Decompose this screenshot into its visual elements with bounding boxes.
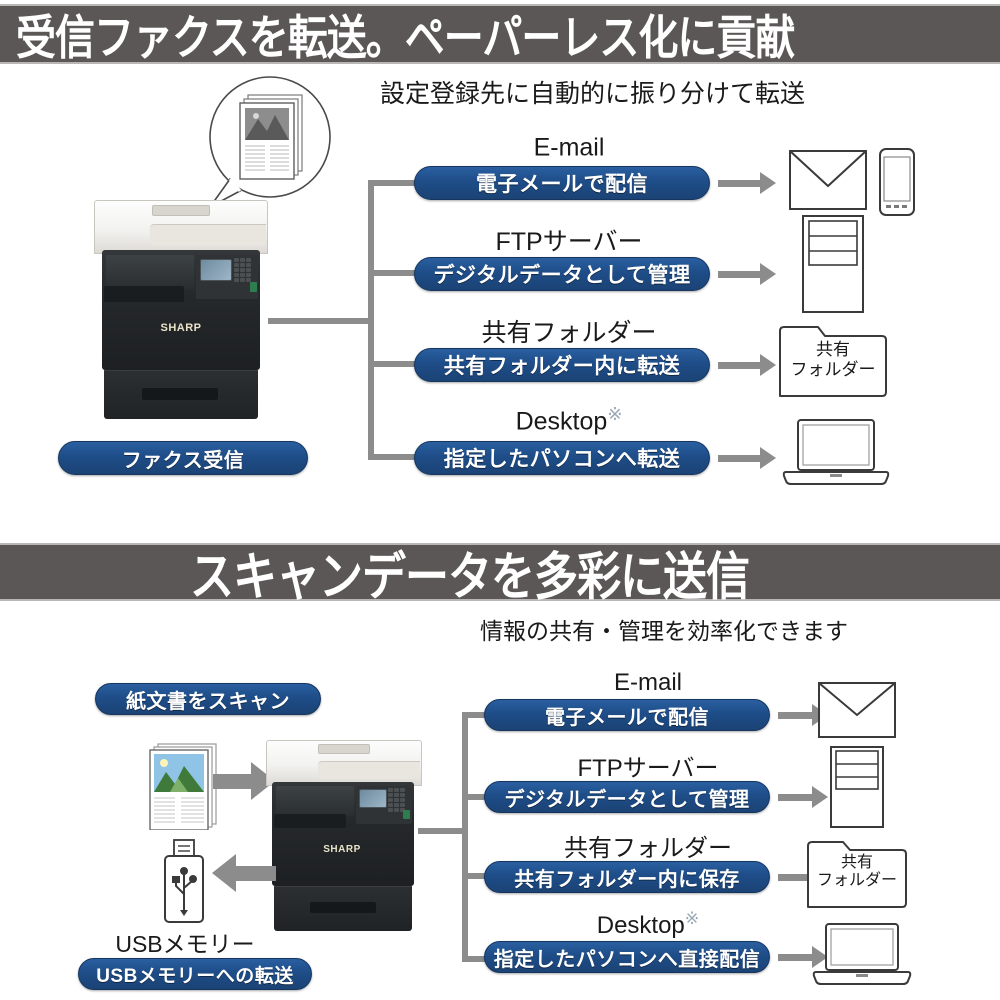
folder-icon-2 <box>806 840 908 908</box>
folder-icon-label-1: 共有 フォルダー <box>778 340 888 379</box>
usb-caption: USBメモリー <box>115 931 255 957</box>
arrow-to-desktop-1 <box>718 447 776 469</box>
row-caption-text: 共有フォルダー <box>564 835 732 862</box>
arrow-to-ftp-1 <box>718 263 776 285</box>
pill-folder-forward-1[interactable]: 共有フォルダー内に転送 <box>414 348 710 382</box>
server-icon-1 <box>802 215 864 313</box>
folder-label-line1: 共有 <box>816 340 850 359</box>
row-caption-desktop-2: Desktop※ <box>508 908 788 940</box>
smartphone-icon-1 <box>879 148 915 216</box>
printer-brand-logo: SHARP <box>160 322 202 334</box>
trunk-line-section-1 <box>268 318 374 324</box>
laptop-icon-2 <box>812 922 912 986</box>
printer-scan-bar <box>276 786 354 816</box>
section-1-title: 受信ファクスを転送。ペーパーレス化に貢献 <box>16 12 795 65</box>
printer-touchscreen <box>359 789 387 808</box>
printer-start-key <box>250 282 257 292</box>
pill-ftp-manage-1[interactable]: デジタルデータとして管理 <box>414 257 710 291</box>
folder-label-line2: フォルダー <box>790 359 876 379</box>
pill-email-deliver-1[interactable]: 電子メールで配信 <box>414 166 710 200</box>
row-caption-folder-1: 共有フォルダー <box>424 313 714 349</box>
arrow-to-folder-1 <box>718 354 776 376</box>
folder-icon-1 <box>778 325 888 397</box>
usb-memory-icon <box>163 838 205 924</box>
envelope-icon-2 <box>818 682 896 738</box>
printer-brand-logo: SHARP <box>323 844 361 855</box>
color-document-icon <box>148 742 220 830</box>
row-caption-text: FTPサーバー <box>495 228 643 256</box>
printer-tray-handle <box>142 388 218 400</box>
row-caption-text: FTPサーバー <box>577 755 719 782</box>
row-caption-text: E-mail <box>613 669 682 696</box>
mfp-printer-section-2: SHARP <box>262 740 422 940</box>
section-2-header-bar: スキャンデータを多彩に送信 <box>0 543 1000 606</box>
row-caption-text: E-mail <box>533 133 605 162</box>
reference-mark: ※ <box>607 404 623 424</box>
pill-folder-save-2[interactable]: 共有フォルダー内に保存 <box>484 861 770 893</box>
row-caption-email-2: E-mail <box>508 665 788 697</box>
branch-line-1-2 <box>368 270 428 276</box>
pill-desktop-direct-2[interactable]: 指定したパソコンへ直接配信 <box>484 941 770 973</box>
row-caption-email-1: E-mail <box>424 130 714 162</box>
spine-line-section-1 <box>368 180 374 460</box>
printer-feeder-slot <box>318 744 370 754</box>
arrow-to-desktop-2 <box>778 946 828 968</box>
row-caption-ftp-1: FTPサーバー <box>424 222 714 258</box>
printer-keypad <box>388 788 405 812</box>
section-2-subtitle: 情報の共有・管理を効率化できます <box>480 618 848 644</box>
section-1-header-bar: 受信ファクスを転送。ペーパーレス化に貢献 <box>0 4 1000 65</box>
arrow-to-ftp-2 <box>778 786 828 808</box>
section-1-subtitle: 設定登録先に自動的に振り分けて転送 <box>380 80 806 108</box>
printer-touchscreen <box>200 259 232 281</box>
branch-line-1-3 <box>368 361 428 367</box>
printer-keypad <box>234 258 251 282</box>
document-stack-icon <box>236 93 306 181</box>
printer-lid-bar <box>318 761 420 779</box>
printer-lid-bar <box>150 224 266 245</box>
row-caption-desktop-1: Desktop※ <box>424 404 714 436</box>
printer-output-tray <box>274 814 346 828</box>
branch-line-1-4 <box>368 454 428 460</box>
pill-email-deliver-2[interactable]: 電子メールで配信 <box>484 699 770 731</box>
usb-transfer-pill[interactable]: USBメモリーへの転送 <box>78 958 312 990</box>
server-icon-2 <box>830 746 884 828</box>
printer-scan-bar <box>106 255 194 289</box>
printer-feeder-slot <box>152 205 210 216</box>
row-caption-folder-2: 共有フォルダー <box>508 828 788 863</box>
branch-line-1-1 <box>368 180 428 186</box>
folder-label-line1: 共有 <box>840 854 873 871</box>
trunk-line-section-2 <box>418 828 468 834</box>
row-caption-text: Desktop <box>596 912 685 939</box>
printer-output-tray <box>104 286 184 302</box>
laptop-icon-1 <box>782 418 890 486</box>
folder-label-line2: フォルダー <box>816 872 897 890</box>
scan-paper-pill[interactable]: 紙文書をスキャン <box>95 683 321 715</box>
row-caption-ftp-2: FTPサーバー <box>508 748 788 783</box>
reference-mark: ※ <box>684 908 700 928</box>
pill-ftp-manage-2[interactable]: デジタルデータとして管理 <box>484 781 770 813</box>
pill-desktop-forward-1[interactable]: 指定したパソコンへ転送 <box>414 441 710 475</box>
arrow-to-email-1 <box>718 172 776 194</box>
section-2-title: スキャンデータを多彩に送信 <box>190 548 750 607</box>
fax-receive-pill[interactable]: ファクス受信 <box>58 441 308 475</box>
printer-start-key <box>403 810 410 819</box>
row-caption-text: Desktop <box>515 407 608 436</box>
folder-icon-label-2: 共有 フォルダー <box>806 854 908 891</box>
arrow-printer-to-usb <box>212 854 276 892</box>
spine-line-section-2 <box>462 712 468 962</box>
printer-tray-handle <box>310 902 376 913</box>
mfp-printer-section-1: SHARP <box>90 200 270 430</box>
row-caption-text: 共有フォルダー <box>481 319 657 347</box>
envelope-icon-1 <box>789 150 867 210</box>
fax-document-bubble <box>196 75 336 215</box>
